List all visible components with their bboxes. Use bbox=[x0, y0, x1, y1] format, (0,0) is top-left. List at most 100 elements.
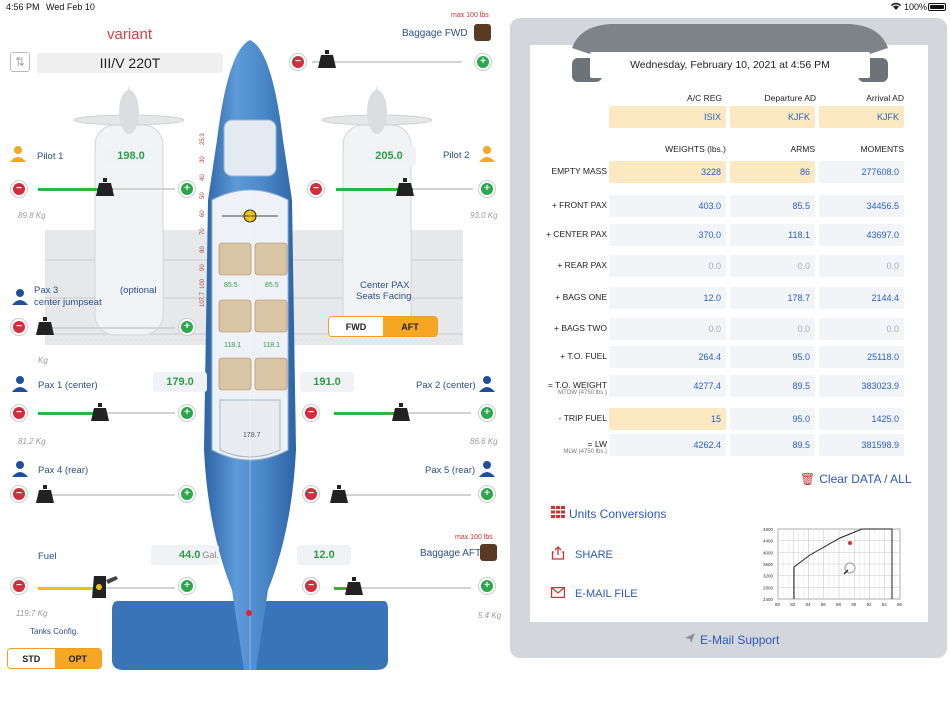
row-label: EMPTY MASS bbox=[527, 166, 607, 176]
departure-input[interactable]: KJFK bbox=[730, 106, 815, 128]
pax5-slider[interactable] bbox=[334, 494, 471, 496]
arm-scale-tick: 25.3 bbox=[200, 133, 206, 145]
wifi-icon bbox=[890, 2, 902, 13]
row-weight-cell: 4277.4 bbox=[609, 375, 726, 397]
pax1-weight-value[interactable]: 179.0 bbox=[153, 372, 207, 392]
arrival-header: Arrival AD bbox=[866, 93, 904, 103]
envelope-y-tick: 3600 bbox=[763, 562, 774, 567]
fwd-option[interactable]: FWD bbox=[329, 317, 383, 336]
pilot2-weight-value[interactable]: 205.0 bbox=[362, 146, 416, 166]
seats-facing-toggle[interactable]: FWD AFT bbox=[328, 316, 438, 337]
fuel-plus-button[interactable]: + bbox=[178, 577, 196, 595]
pax2-plus-button[interactable]: + bbox=[478, 404, 496, 422]
pilot2-weight-knob[interactable] bbox=[396, 178, 414, 201]
aircraft-selector[interactable]: III/V 220T bbox=[37, 53, 223, 73]
baggage-fwd-slider[interactable] bbox=[312, 61, 462, 63]
pilot2-plus-button[interactable]: + bbox=[478, 180, 496, 198]
row-label-text: + FRONT PAX bbox=[551, 200, 607, 210]
baggage-aft-label: Baggage AFT bbox=[420, 548, 482, 559]
clear-data-button[interactable]: 🗑 Clear DATA / ALL bbox=[800, 472, 912, 486]
row-label: + T.O. FUEL bbox=[527, 351, 607, 361]
fuel-kg: 119.7 Kg bbox=[16, 609, 48, 618]
pax4-weight-knob[interactable] bbox=[36, 485, 54, 508]
baggage-aft-plus-button[interactable]: + bbox=[478, 577, 496, 595]
fuel-nozzle-icon[interactable] bbox=[86, 574, 120, 605]
baggage-aft-weight-knob[interactable] bbox=[345, 577, 363, 600]
swap-icon[interactable]: ⇅ bbox=[10, 52, 30, 72]
pax2-weight-knob[interactable] bbox=[392, 403, 410, 426]
units-conversions-button[interactable]: Units Conversions bbox=[551, 506, 666, 521]
opt-option[interactable]: OPT bbox=[54, 649, 101, 668]
row-sublabel: MTOW (4750 lbs.) bbox=[558, 390, 607, 396]
fuel-slider[interactable] bbox=[38, 586, 175, 590]
pax4-slider[interactable] bbox=[38, 494, 175, 496]
pax3-slider[interactable] bbox=[38, 327, 175, 329]
row-weight-cell[interactable]: 15 bbox=[609, 408, 726, 430]
envelope-y-tick: 4000 bbox=[763, 550, 774, 555]
baggage-aft-kg: 5.4 Kg bbox=[478, 611, 502, 620]
row-weight-cell[interactable]: 3228 bbox=[609, 161, 726, 183]
share-icon bbox=[551, 546, 565, 563]
baggage-aft-slider[interactable] bbox=[334, 586, 471, 590]
battery-percent: 100% bbox=[904, 2, 928, 12]
acreg-header: A/C REG bbox=[687, 93, 722, 103]
pax3-weight-knob[interactable] bbox=[36, 317, 54, 340]
baggage-aft-minus-button[interactable]: − bbox=[302, 577, 320, 595]
baggage-fwd-label: Baggage FWD bbox=[402, 28, 468, 39]
pax2-weight-value[interactable]: 191.0 bbox=[300, 372, 354, 392]
row-label-text: + BAGS TWO bbox=[554, 323, 607, 333]
units-conversions-label: Units Conversions bbox=[569, 506, 667, 521]
envelope-icon bbox=[551, 587, 566, 601]
email-file-button[interactable]: E-MAIL FILE bbox=[551, 587, 638, 601]
fuel-minus-button[interactable]: − bbox=[10, 577, 28, 595]
tanks-config-toggle[interactable]: STD OPT bbox=[7, 648, 102, 669]
fuel-label: Fuel bbox=[38, 551, 57, 562]
pax4-minus-button[interactable]: − bbox=[10, 485, 28, 503]
pax1-minus-button[interactable]: − bbox=[10, 404, 28, 422]
pax1-weight-knob[interactable] bbox=[91, 403, 109, 426]
arrival-input[interactable]: KJFK bbox=[819, 106, 904, 128]
pilot1-weight-value[interactable]: 198.0 bbox=[104, 146, 158, 166]
pax4-plus-button[interactable]: + bbox=[178, 485, 196, 503]
status-time: 4:56 PM bbox=[6, 2, 40, 12]
row-arm-cell[interactable]: 86 bbox=[730, 161, 815, 183]
pax2-minus-button[interactable]: − bbox=[302, 404, 320, 422]
pilot2-person-icon bbox=[479, 146, 495, 162]
row-weight-cell: 0.0 bbox=[609, 318, 726, 340]
pax5-plus-button[interactable]: + bbox=[478, 485, 496, 503]
envelope-x-tick: 84 bbox=[806, 602, 812, 607]
baggage-fwd-weight-knob[interactable] bbox=[318, 50, 336, 73]
email-support-button[interactable]: E-Mail Support bbox=[684, 632, 779, 647]
arm-scale-tick: 107.7 bbox=[200, 291, 206, 307]
pilot1-plus-button[interactable]: + bbox=[178, 180, 196, 198]
envelope-x-tick: 90 bbox=[851, 602, 857, 607]
email-file-label: E-MAIL FILE bbox=[575, 588, 638, 600]
pax5-weight-knob[interactable] bbox=[330, 485, 348, 508]
center-pax-sub: Seats Facing bbox=[356, 291, 412, 302]
row-moment-cell: 43697.0 bbox=[819, 224, 904, 246]
suitcase-icon bbox=[474, 24, 491, 41]
fuel-value-box[interactable]: 44.0 Gal. bbox=[151, 545, 219, 565]
pilot1-weight-knob[interactable] bbox=[96, 178, 114, 201]
baggage-aft-value[interactable]: 12.0 bbox=[297, 545, 351, 565]
row-moment-cell: 0.0 bbox=[819, 318, 904, 340]
pilot2-minus-button[interactable]: − bbox=[307, 180, 325, 198]
baggage-fwd-minus-button[interactable]: − bbox=[289, 53, 307, 71]
aft-option[interactable]: AFT bbox=[383, 317, 437, 336]
pax5-minus-button[interactable]: − bbox=[302, 485, 320, 503]
row-label: + FRONT PAX bbox=[527, 200, 607, 210]
std-option[interactable]: STD bbox=[8, 649, 55, 668]
row-label-text: + T.O. FUEL bbox=[560, 351, 607, 361]
share-button[interactable]: SHARE bbox=[551, 546, 613, 563]
baggage-fwd-plus-button[interactable]: + bbox=[474, 53, 492, 71]
arm-scale-tick: 80 bbox=[200, 246, 206, 253]
acreg-input[interactable]: ISIX bbox=[609, 106, 726, 128]
pax1-label: Pax 1 (center) bbox=[38, 380, 98, 391]
row-label: + BAGS ONE bbox=[527, 292, 607, 302]
pax1-plus-button[interactable]: + bbox=[178, 404, 196, 422]
pax3-minus-button[interactable]: − bbox=[10, 318, 28, 336]
pax3-plus-button[interactable]: + bbox=[178, 318, 196, 336]
seat-arm-front-right: 85.5 bbox=[265, 282, 279, 289]
pilot1-minus-button[interactable]: − bbox=[10, 180, 28, 198]
